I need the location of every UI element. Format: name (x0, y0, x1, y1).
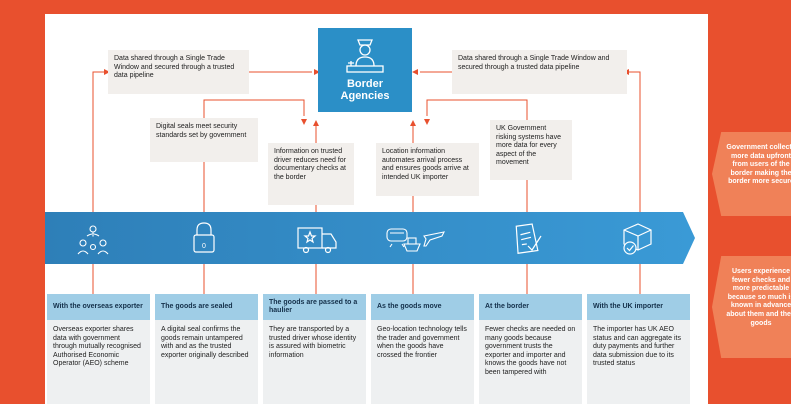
truck-icon (297, 227, 337, 254)
stage-title: The goods are sealed (155, 294, 258, 320)
stage-card-sealed: The goods are sealed A digital seal conf… (155, 294, 258, 404)
package-check-icon (623, 223, 652, 255)
transport-modes-icon (386, 228, 445, 252)
stage-body: A digital seal confirms the goods remain… (161, 326, 249, 359)
note-digital-seals: Digital seals meet security standards se… (150, 118, 258, 162)
stage-body: The importer has UK AEO status and can a… (593, 326, 681, 368)
callout-user-experience: Users experience fewer checks and more p… (712, 256, 791, 358)
stage-card-importer: With the UK importer The importer has UK… (587, 294, 690, 404)
clipboard-check-icon (515, 223, 542, 254)
note-text: Data shared through a Single Trade Windo… (458, 55, 610, 71)
connector-right-outer (627, 71, 641, 262)
border-agencies-hub: Border Agencies (318, 28, 412, 112)
stage-title: The goods are passed to a haulier (263, 294, 366, 320)
note-risking-systems: UK Government risking systems have more … (490, 120, 572, 180)
note-data-shared-left: Data shared through a Single Trade Windo… (108, 50, 249, 94)
svg-text:0: 0 (202, 243, 206, 250)
journey-arrow-band (45, 212, 695, 264)
stage-card-moving: As the goods move Geo-location technolog… (371, 294, 474, 404)
note-trusted-driver: Information on trusted driver reduces ne… (268, 143, 354, 205)
stage-card-haulier: The goods are passed to a haulier They a… (263, 294, 366, 404)
connector-left-outer (92, 71, 108, 262)
padlock-icon: 0 (193, 222, 215, 253)
arrow-left-top (104, 69, 110, 75)
note-text: Data shared through a Single Trade Windo… (114, 55, 235, 80)
officer-at-desk-icon (346, 39, 384, 73)
note-location-info: Location information automates arrival p… (376, 143, 479, 196)
stage-title: As the goods move (371, 294, 474, 320)
stage-card-border: At the border Fewer checks are needed on… (479, 294, 582, 404)
stage-body: Fewer checks are needed on many goods be… (485, 326, 576, 376)
people-network-icon (77, 225, 109, 255)
stage-title: With the overseas exporter (47, 294, 150, 320)
stage-body: They are transported by a trusted driver… (269, 326, 357, 359)
note-data-shared-right: Data shared through a Single Trade Windo… (452, 50, 627, 94)
stage-body: Overseas exporter shares data with gover… (53, 326, 141, 368)
callout-government-data: Government collects more data upfront fr… (712, 132, 791, 216)
stage-body: Geo-location technology tells the trader… (377, 326, 467, 359)
hub-title: Border Agencies (340, 78, 390, 102)
stage-title: With the UK importer (587, 294, 690, 320)
stage-title: At the border (479, 294, 582, 320)
stage-card-exporter: With the overseas exporter Overseas expo… (47, 294, 150, 404)
